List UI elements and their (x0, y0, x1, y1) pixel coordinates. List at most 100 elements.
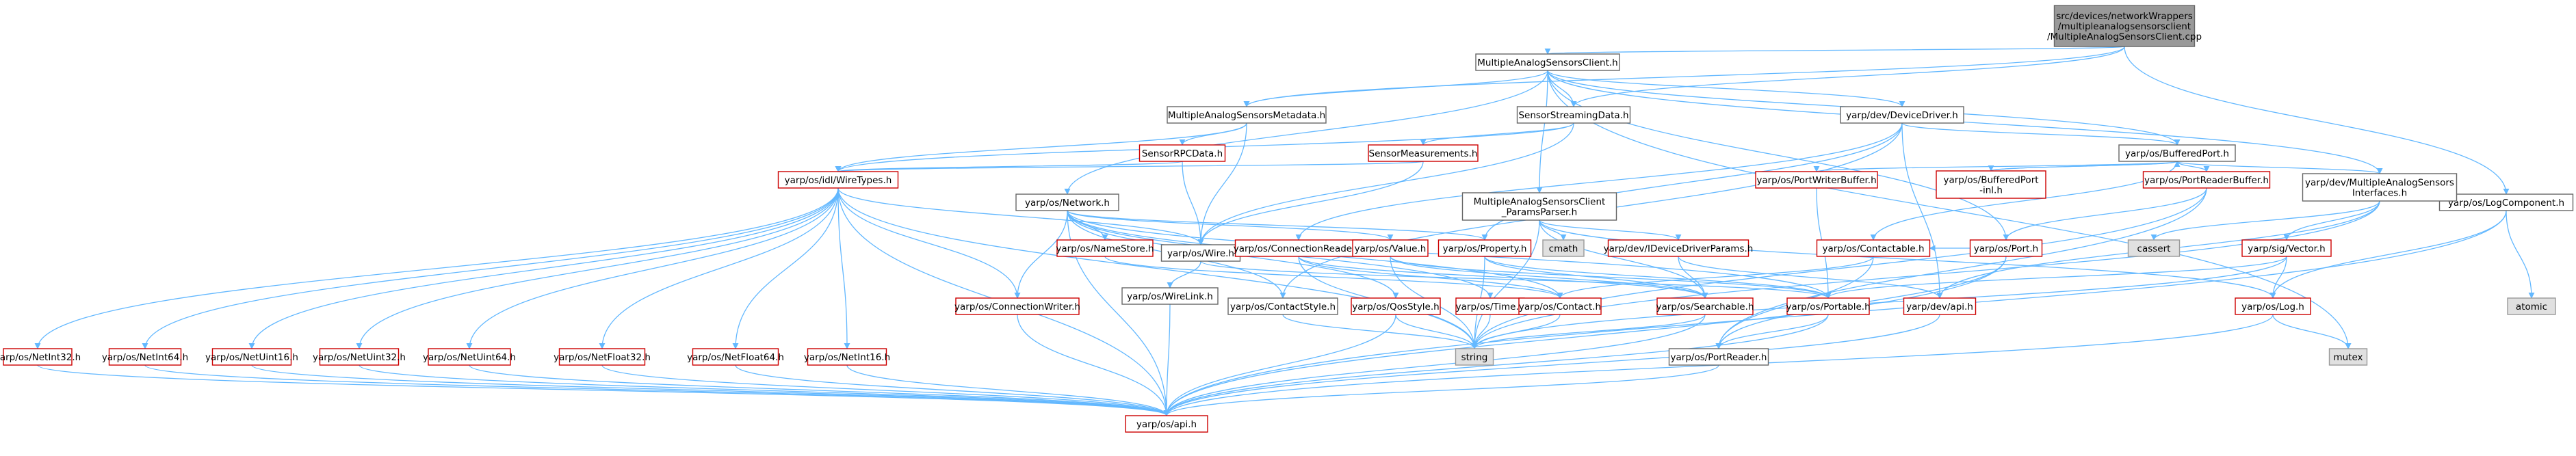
node-paramsparser[interactable]: MultipleAnalogSensorsClient_ParamsParser… (1461, 192, 1617, 221)
node-wirelink[interactable]: yarp/os/WireLink.h (1121, 287, 1219, 305)
node-bufport[interactable]: yarp/os/BufferedPort.h (2118, 144, 2236, 162)
node-connwriter[interactable]: yarp/os/ConnectionWriter.h (954, 297, 1080, 315)
node-property[interactable]: yarp/os/Property.h (1437, 239, 1532, 257)
node-masc_h[interactable]: MultipleAnalogSensorsClient.h (1475, 53, 1620, 71)
node-label-network-0: yarp/os/Network.h (1025, 198, 1110, 209)
edge-idlwire-to-netuint64 (466, 187, 839, 349)
edge-netfloat32-to-osapi (601, 364, 1170, 416)
node-portable[interactable]: yarp/os/Portable.h (1786, 297, 1871, 315)
edge-wire-to-wirelink (1167, 260, 1201, 289)
edge-qosstyle-to-osapi (1163, 314, 1396, 416)
node-netfloat32[interactable]: yarp/os/NetFloat32.h (554, 348, 651, 366)
edge-contactstyle-to-string (1282, 314, 1478, 349)
node-idlwire[interactable]: yarp/os/idl/WireTypes.h (777, 171, 899, 189)
node-bufportinl[interactable]: yarp/os/BufferedPort-inl.h (1936, 170, 2046, 199)
node-portreader[interactable]: yarp/os/PortReader.h (1668, 348, 1769, 366)
node-netuint64[interactable]: yarp/os/NetUint64.h (423, 348, 516, 366)
node-network[interactable]: yarp/os/Network.h (1015, 193, 1119, 211)
node-label-msinterfaces-0: yarp/dev/MultipleAnalogSensors (2305, 178, 2454, 189)
node-sigvector[interactable]: yarp/sig/Vector.h (2241, 239, 2332, 257)
node-cassert: cassert (2127, 239, 2181, 257)
edge-network-to-property (1067, 210, 1488, 241)
edge-root-to-logcomp (2124, 46, 2510, 195)
node-label-netuint32-0: yarp/os/NetUint32.h (313, 352, 406, 363)
node-label-paramsparser-1: _ParamsParser.h (1501, 207, 1577, 218)
node-sensorrpc[interactable]: SensorRPCData.h (1139, 144, 1226, 162)
edge-portreaderbuf-to-port (2003, 187, 2207, 241)
node-label-bufport-0: yarp/os/BufferedPort.h (2125, 148, 2229, 159)
node-cmath: cmath (1542, 239, 1585, 257)
edge-namestore-to-contact (1104, 256, 1563, 299)
node-label-value-0: yarp/os/Value.h (1355, 243, 1427, 254)
edge-qosstyle-to-string (1395, 314, 1478, 349)
node-devdriver[interactable]: yarp/dev/DeviceDriver.h (1840, 106, 1964, 124)
edge-masc_h-to-network (1064, 70, 1548, 195)
node-label-netuint64-0: yarp/os/NetUint64.h (423, 352, 516, 363)
node-msinterfaces[interactable]: yarp/dev/MultipleAnalogSensorsInterfaces… (2302, 173, 2458, 202)
node-time[interactable]: yarp/os/Time.h (1455, 297, 1525, 315)
node-ssd_h[interactable]: SensorStreamingData.h (1516, 106, 1631, 124)
edge-paramsparser-to-string (1471, 219, 1540, 349)
node-netuint16[interactable]: yarp/os/NetUint16.h (205, 348, 298, 366)
node-label-searchable-0: yarp/os/Searchable.h (1656, 301, 1754, 312)
node-label-portwriterbuf-0: yarp/os/PortWriterBuffer.h (1756, 175, 1876, 186)
node-label-paramsparser-0: MultipleAnalogSensorsClient (1474, 197, 1606, 208)
node-connreader[interactable]: yarp/os/ConnectionReader.h (1234, 239, 1364, 257)
node-sensormeas[interactable]: SensorMeasurements.h (1368, 144, 1479, 162)
node-label-ssd_h-0: SensorStreamingData.h (1518, 110, 1628, 121)
node-qosstyle[interactable]: yarp/os/QosStyle.h (1351, 297, 1441, 315)
node-label-root-0: src/devices/networkWrappers (2056, 11, 2193, 22)
edge-ssd_h-to-wire (1197, 122, 1574, 245)
edge-portreader-to-osapi (1163, 364, 1719, 416)
edge-portable-to-portreader (1715, 314, 1829, 349)
node-label-logcomp-0: yarp/os/LogComponent.h (2448, 198, 2564, 209)
node-netuint32[interactable]: yarp/os/NetUint32.h (313, 348, 406, 366)
node-label-netfloat64-0: yarp/os/NetFloat64.h (687, 352, 784, 363)
node-netint64[interactable]: yarp/os/NetInt64.h (102, 348, 188, 366)
edge-msinterfaces-to-sigvector (2283, 200, 2380, 241)
node-portreaderbuf[interactable]: yarp/os/PortReaderBuffer.h (2142, 171, 2271, 189)
node-log[interactable]: yarp/os/Log.h (2235, 297, 2311, 315)
node-contactable[interactable]: yarp/os/Contactable.h (1816, 239, 1931, 257)
node-contactstyle[interactable]: yarp/os/ContactStyle.h (1227, 297, 1338, 315)
node-label-portreader-0: yarp/os/PortReader.h (1671, 352, 1767, 363)
node-wire[interactable]: yarp/os/Wire.h (1160, 244, 1241, 262)
node-label-devdriver-0: yarp/dev/DeviceDriver.h (1846, 110, 1958, 121)
edge-bufportinl-to-bufport (1990, 161, 2181, 172)
node-namestore[interactable]: yarp/os/NameStore.h (1056, 239, 1154, 257)
edge-portreaderbuf-to-portreader (1715, 187, 2207, 349)
node-label-devdriverparams-0: yarp/dev/IDeviceDriverParams.h (1604, 243, 1754, 254)
edge-sensormeas-to-idlwire (835, 161, 1424, 172)
node-searchable[interactable]: yarp/os/Searchable.h (1656, 297, 1754, 315)
edge-contact-to-string (1471, 314, 1561, 349)
edge-netuint32-to-osapi (359, 364, 1170, 416)
node-label-string-0: string (1461, 352, 1488, 363)
edge-netuint64-to-osapi (469, 364, 1170, 416)
node-label-connreader-0: yarp/os/ConnectionReader.h (1234, 243, 1364, 254)
edge-netint32-to-osapi (37, 364, 1170, 416)
edge-masc_h-to-port (1547, 70, 2009, 241)
node-portwriterbuf[interactable]: yarp/os/PortWriterBuffer.h (1755, 171, 1878, 189)
node-port[interactable]: yarp/os/Port.h (1969, 239, 2043, 257)
node-label-time-0: yarp/os/Time.h (1456, 301, 1525, 312)
edge-masm_h-to-wire (1197, 122, 1247, 245)
node-label-contactstyle-0: yarp/os/ContactStyle.h (1230, 301, 1336, 312)
node-netint16[interactable]: yarp/os/NetInt16.h (804, 348, 890, 366)
node-masm_h[interactable]: MultipleAnalogSensorsMetadata.h (1167, 106, 1327, 124)
edge-port-to-osapi (1163, 256, 2007, 416)
edge-sigvector-to-portable (1825, 256, 2287, 299)
edge-root-to-ssd_h (1570, 46, 2125, 107)
node-logcomp[interactable]: yarp/os/LogComponent.h (2438, 193, 2574, 211)
edge-bufport-to-msinterfaces (2176, 161, 2383, 174)
edge-root-to-masm_h (1243, 46, 2125, 107)
node-label-sigvector-0: yarp/sig/Vector.h (2248, 243, 2325, 254)
node-contact[interactable]: yarp/os/Contact.h (1518, 297, 1602, 315)
node-devdriverparams[interactable]: yarp/dev/IDeviceDriverParams.h (1604, 239, 1754, 257)
node-label-log-0: yarp/os/Log.h (2241, 301, 2304, 312)
node-netint32[interactable]: yarp/os/NetInt32.h (0, 348, 81, 366)
node-netfloat64[interactable]: yarp/os/NetFloat64.h (687, 348, 784, 366)
node-value[interactable]: yarp/os/Value.h (1352, 239, 1429, 257)
node-osapi[interactable]: yarp/os/api.h (1125, 415, 1208, 433)
node-root[interactable]: src/devices/networkWrappers/multipleanal… (2047, 5, 2202, 47)
node-devapi[interactable]: yarp/dev/api.h (1903, 297, 1977, 315)
